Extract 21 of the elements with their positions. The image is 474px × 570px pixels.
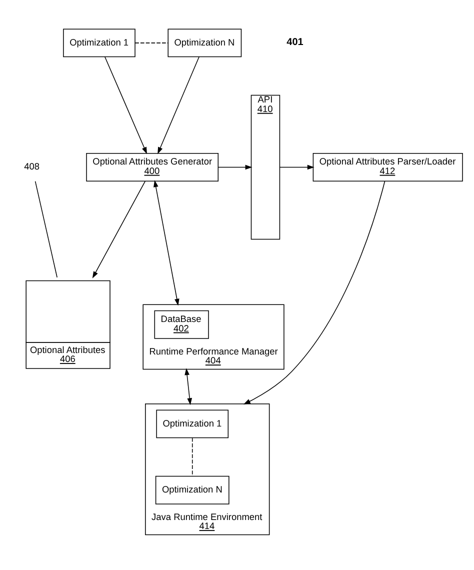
arrow xyxy=(243,180,386,404)
label: 401 xyxy=(286,36,304,48)
arrow xyxy=(158,56,200,154)
node-box: Optional Attributes Parser/Loader 412 xyxy=(312,153,463,182)
node-text: 408 xyxy=(24,162,40,172)
connector xyxy=(192,438,193,477)
arrow xyxy=(154,180,180,306)
node-box: DataBase 402 xyxy=(154,310,209,339)
node-box: Optimization N xyxy=(168,28,242,58)
arrow xyxy=(279,164,314,170)
arrow xyxy=(92,180,146,278)
node-box: Optimization 1 xyxy=(156,410,229,438)
node-box: API 410 xyxy=(250,94,280,240)
arrow xyxy=(184,368,192,406)
arrow xyxy=(104,56,147,154)
node-box: Optional Attributes Generator 400 xyxy=(86,153,219,182)
node-box: Optimization N xyxy=(155,476,230,504)
connector xyxy=(134,42,168,44)
node-box: Optimization 1 xyxy=(63,28,136,58)
arrow xyxy=(218,164,252,170)
connector xyxy=(34,180,58,278)
